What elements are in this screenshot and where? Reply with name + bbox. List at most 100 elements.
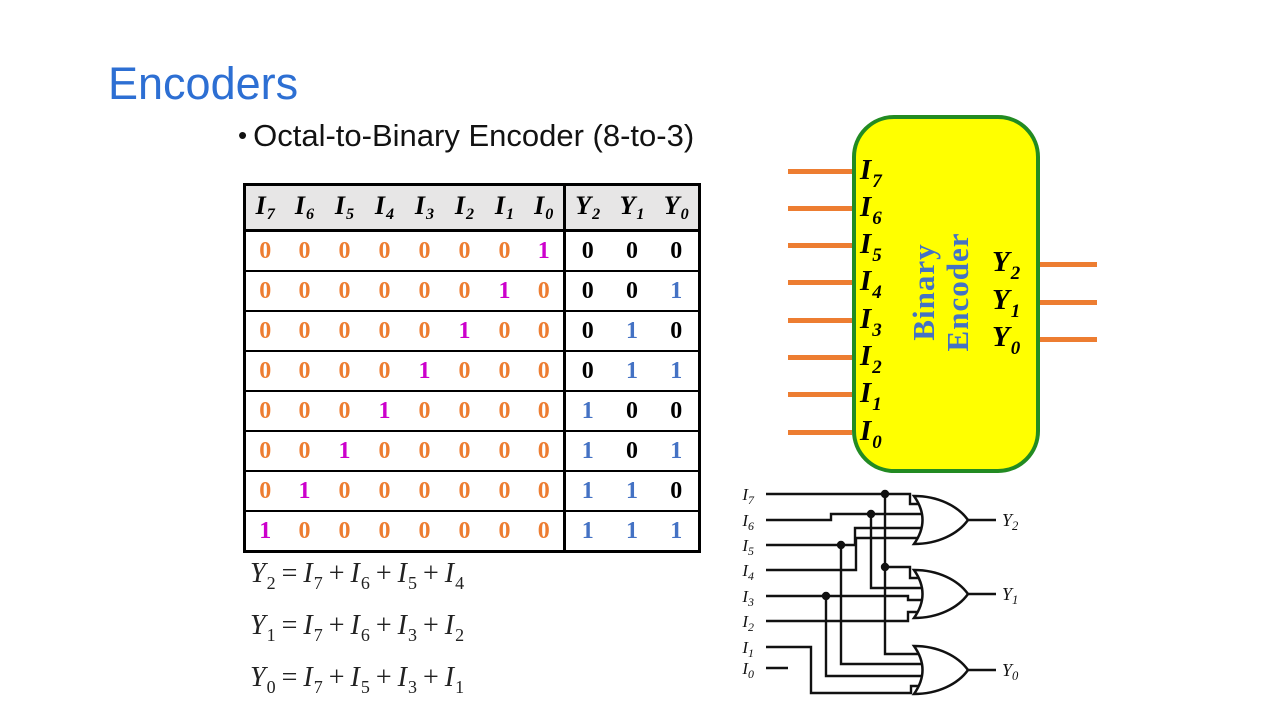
circuit-output-label: Y1 xyxy=(1002,584,1018,607)
table-cell-output: 0 xyxy=(563,270,610,311)
table-cell-input: 0 xyxy=(284,430,325,471)
table-cell-input: 0 xyxy=(244,430,285,471)
table-cell-output: 1 xyxy=(654,270,700,311)
table-cell-input: 0 xyxy=(524,510,565,552)
table-cell-output: 0 xyxy=(609,390,655,431)
circuit-output-label: Y0 xyxy=(1002,660,1019,683)
table-cell-output: 0 xyxy=(609,270,655,311)
junction-dots xyxy=(821,489,890,601)
table-cell-input: 1 xyxy=(364,390,405,431)
or-gate-y0 xyxy=(911,644,970,696)
circuit-input-label: I0 xyxy=(741,659,754,681)
bullet-marker: • xyxy=(238,120,248,150)
encoder-input-label: I6 xyxy=(860,191,882,229)
table-cell-input: 0 xyxy=(244,270,285,311)
table-cell-input: 0 xyxy=(524,350,565,391)
output-wire xyxy=(1040,262,1097,267)
table-cell-input: 0 xyxy=(284,350,325,391)
table-cell-input: 0 xyxy=(484,470,525,511)
table-cell-output: 1 xyxy=(563,430,610,471)
table-cell-input: 0 xyxy=(484,310,525,351)
encoder-output-label: Y1 xyxy=(992,284,1021,322)
wire-i7 xyxy=(766,492,925,506)
table-header-cell: I0 xyxy=(524,184,565,232)
table-cell-input: 0 xyxy=(484,510,525,552)
equation-line: Y1=I7+I6+I3+I2 xyxy=(250,610,465,645)
table-cell-input: 1 xyxy=(324,430,365,471)
encoder-input-label: I2 xyxy=(860,340,882,378)
table-cell-input: 0 xyxy=(364,430,405,471)
output-wire xyxy=(1040,300,1097,305)
table-cell-input: 0 xyxy=(364,510,405,552)
table-cell-output: 1 xyxy=(609,310,655,351)
table-cell-output: 1 xyxy=(654,430,700,471)
table-cell-output: 0 xyxy=(563,230,610,271)
input-wire xyxy=(788,280,852,285)
table-cell-output: 0 xyxy=(670,237,683,264)
table-cell-input: 0 xyxy=(404,510,445,552)
table-cell-input: 0 xyxy=(484,350,525,391)
table-cell-input: 0 xyxy=(324,510,365,552)
table-cell-input: 0 xyxy=(364,310,405,351)
table-cell-input: 0 xyxy=(244,390,285,431)
encoder-output-label: Y0 xyxy=(992,321,1021,359)
table-cell-input: 0 xyxy=(404,390,445,431)
table-cell-input: 0 xyxy=(364,270,405,311)
or-gate-y2 xyxy=(911,494,970,546)
table-cell-output: 1 xyxy=(654,350,700,391)
table-header-cell: I1 xyxy=(484,184,525,232)
page-title: Encoders xyxy=(108,58,299,109)
table-cell-output: 0 xyxy=(563,310,610,351)
table-cell-output: 1 xyxy=(609,510,655,552)
output-wire xyxy=(1040,337,1097,342)
table-cell-input: 0 xyxy=(404,470,445,511)
or-gate-y1 xyxy=(911,568,970,620)
table-cell-output: 0 xyxy=(654,470,700,511)
encoder-input-label: I1 xyxy=(860,377,882,415)
junction-dot xyxy=(836,540,846,550)
table-cell-output: 0 xyxy=(609,430,655,471)
table-header-cell: I2 xyxy=(444,184,485,232)
circuit-output-label: Y2 xyxy=(1002,510,1019,533)
circuit-input-label: I4 xyxy=(741,561,754,583)
junction-dot xyxy=(821,591,831,601)
table-cell-input: 1 xyxy=(244,510,285,552)
table-cell-input: 0 xyxy=(284,390,325,431)
table-cell-input: 0 xyxy=(444,350,485,391)
equation-line: Y0=I7+I5+I3+I1 xyxy=(250,662,465,697)
table-cell-input: 0 xyxy=(324,470,365,511)
wire-i4 xyxy=(766,536,925,572)
input-wire xyxy=(788,169,852,174)
wire-i7-vertical xyxy=(883,494,925,656)
wire-i3 xyxy=(766,594,925,602)
table-cell-input: 0 xyxy=(338,237,351,264)
table-cell-input: 0 xyxy=(524,390,565,431)
table-cell-output: 1 xyxy=(563,390,610,431)
bullet-item: •Octal-to-Binary Encoder (8-to-3) xyxy=(238,118,694,154)
table-cell-input: 0 xyxy=(324,310,365,351)
encoder-input-label: I3 xyxy=(860,303,882,341)
encoder-input-label: I7 xyxy=(860,154,882,192)
table-cell-output: 1 xyxy=(563,510,610,552)
table-cell-output: 1 xyxy=(609,470,655,511)
table-header-cell: I3 xyxy=(404,184,445,232)
output-lines xyxy=(968,518,996,672)
table-cell-input: 0 xyxy=(259,237,272,264)
wire-i3-vertical xyxy=(824,596,925,678)
table-cell-input: 0 xyxy=(378,237,391,264)
encoder-block xyxy=(852,115,1040,473)
table-cell-input: 1 xyxy=(284,470,325,511)
input-wire xyxy=(788,430,852,435)
table-cell-output: 0 xyxy=(654,310,700,351)
junction-dot xyxy=(880,489,890,499)
circuit-input-label: I7 xyxy=(741,485,755,507)
